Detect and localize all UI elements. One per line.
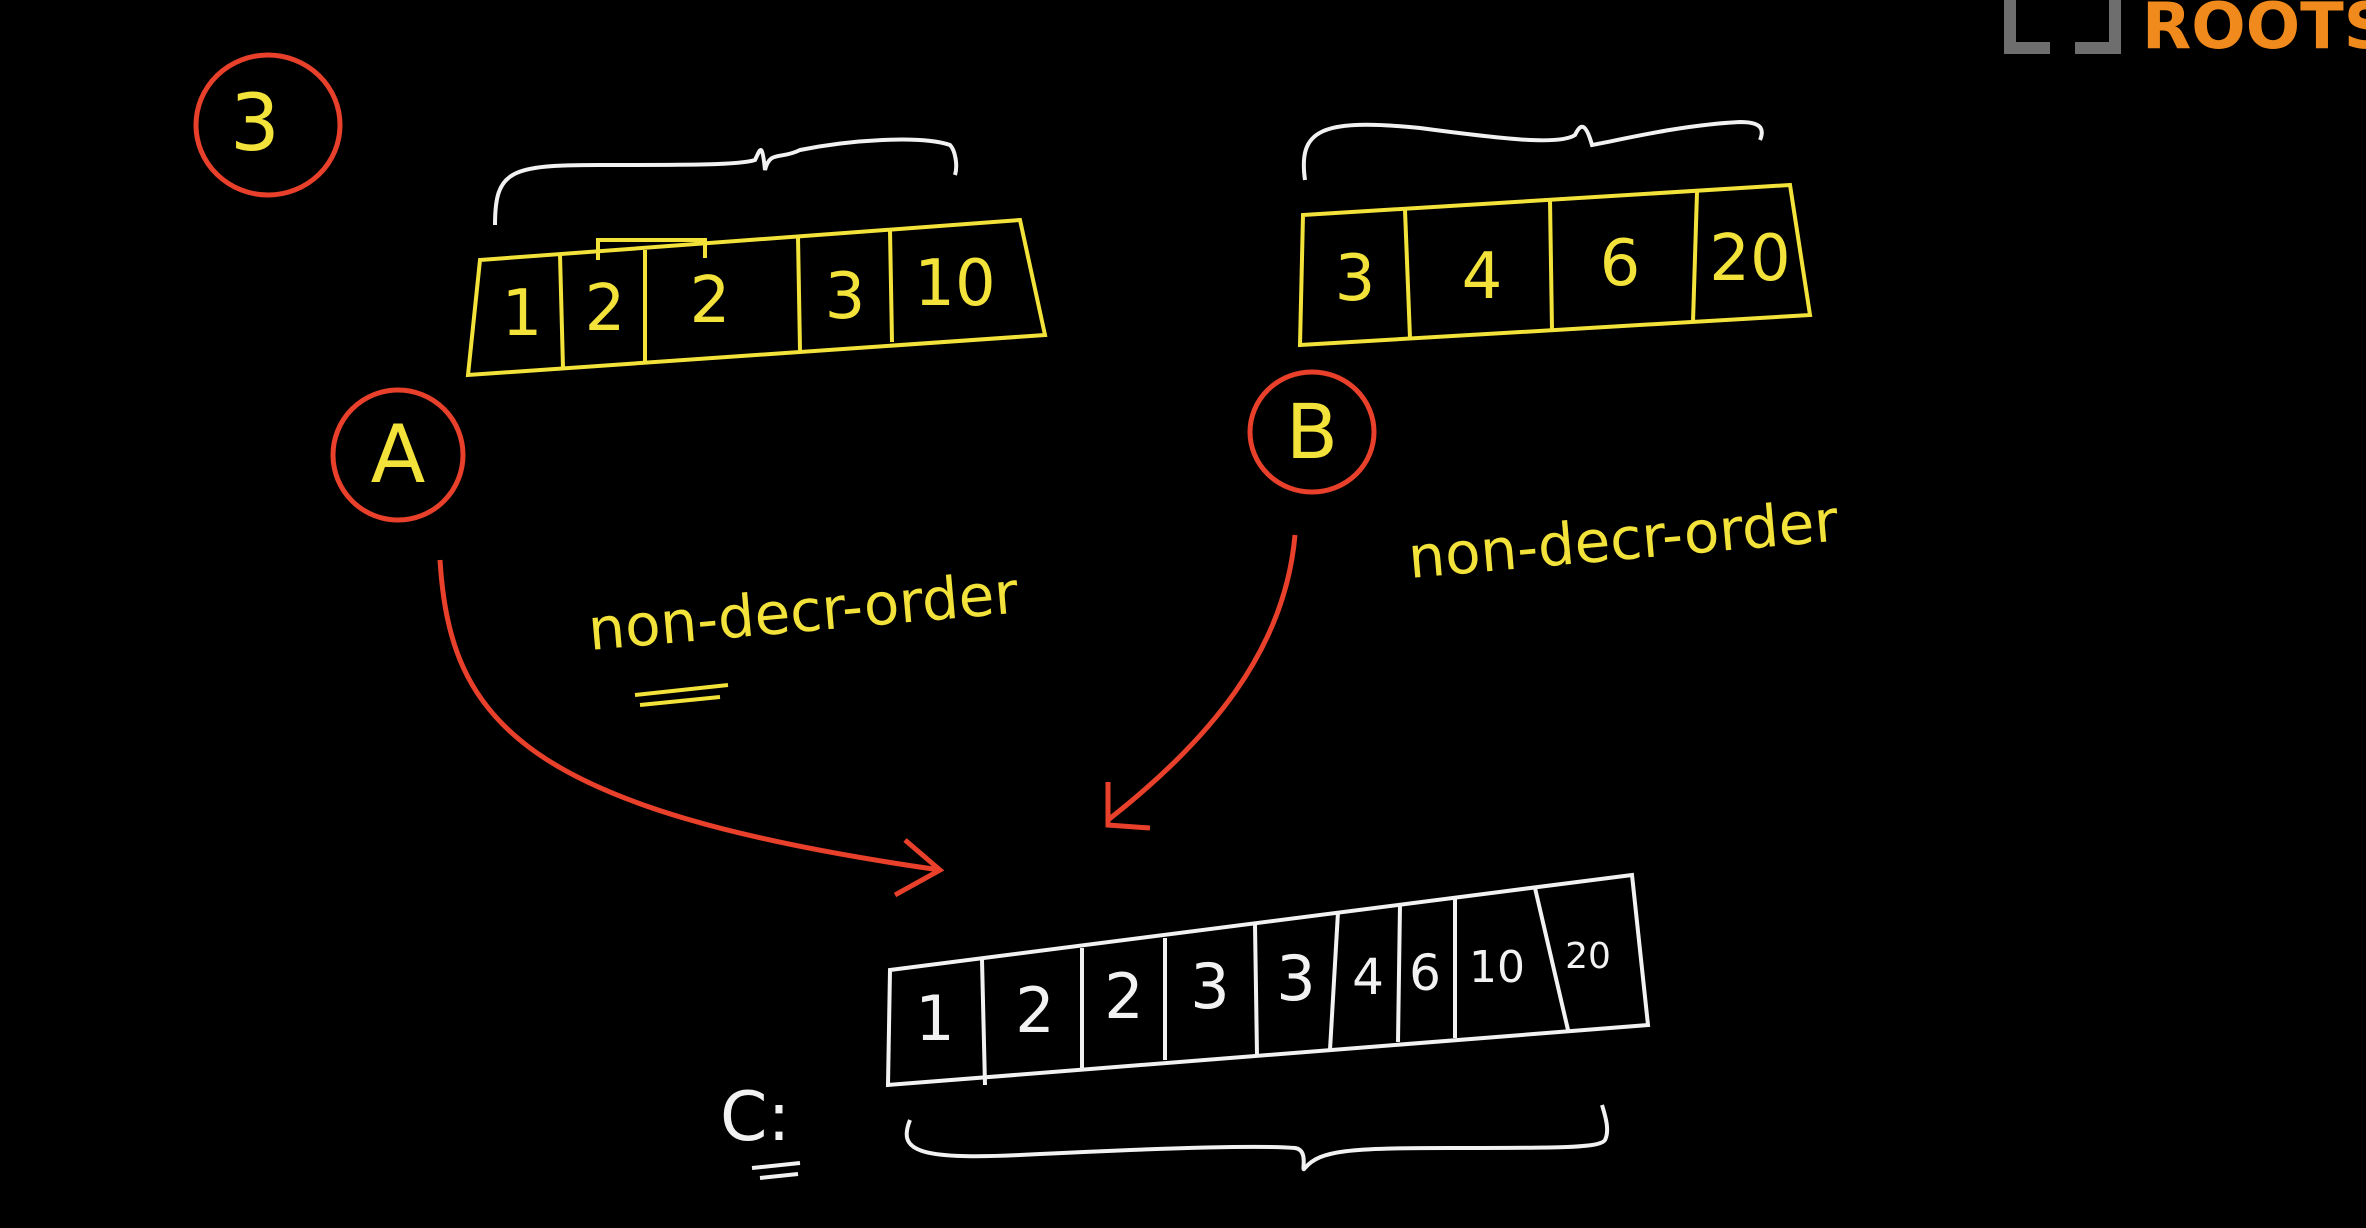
array-a-value: 2 [585, 272, 626, 346]
array-c-value: 3 [1276, 942, 1315, 1015]
array-c-value: 3 [1190, 950, 1229, 1023]
array-a-value: 2 [690, 264, 731, 338]
array-a-brace [493, 137, 959, 226]
array-b-label-circle [1247, 369, 1377, 495]
array-b-brace [1301, 119, 1764, 181]
array-a-box [465, 217, 1048, 378]
array-c-value: 4 [1352, 948, 1384, 1006]
step-number: 3 [230, 79, 280, 169]
array-c-value: 6 [1409, 944, 1441, 1002]
array-a-value: 3 [825, 260, 866, 334]
logo-text: ROOTS [2142, 0, 2366, 64]
array-c: 1 2 2 3 3 4 6 10 20 C: [720, 872, 1651, 1180]
array-a: 1 2 2 3 10 A [330, 137, 1048, 523]
note-a: non-decr-order [585, 559, 1021, 664]
array-c-cells [980, 887, 1570, 1086]
array-c-value: 20 [1565, 936, 1611, 977]
array-a-value: 1 [502, 277, 543, 351]
array-a-value: 10 [914, 247, 995, 321]
array-b-cells [1403, 191, 1699, 339]
array-a-marker [596, 238, 707, 260]
array-b: 3 4 6 20 B [1247, 119, 1813, 495]
array-c-box [885, 872, 1651, 1088]
array-a-label: A [371, 408, 426, 501]
array-c-value: 2 [1015, 974, 1054, 1047]
array-b-value: 4 [1462, 240, 1503, 314]
step-number-badge: 3 [193, 52, 343, 198]
array-c-value: 10 [1469, 942, 1525, 993]
array-a-cells [558, 229, 894, 369]
merge-arrow-a [437, 559, 945, 898]
array-c-label: C: [720, 1078, 790, 1157]
array-c-value: 1 [915, 982, 954, 1055]
logo: ROOTS [2004, 0, 2366, 64]
merge-arrow-b [1105, 534, 1298, 831]
array-b-value: 6 [1600, 227, 1641, 301]
array-c-label-underline [751, 1161, 801, 1180]
array-c-brace [904, 1104, 1610, 1172]
array-b-value: 20 [1709, 222, 1790, 296]
array-c-value: 2 [1104, 960, 1143, 1033]
bracket-logo-icon [2004, 0, 2121, 54]
array-b-box [1297, 182, 1813, 348]
array-b-value: 3 [1335, 242, 1376, 316]
note-b: non-decr-order [1405, 487, 1841, 592]
note-a-underline [634, 683, 729, 707]
array-a-label-circle [330, 387, 466, 523]
array-b-label: B [1286, 387, 1338, 476]
